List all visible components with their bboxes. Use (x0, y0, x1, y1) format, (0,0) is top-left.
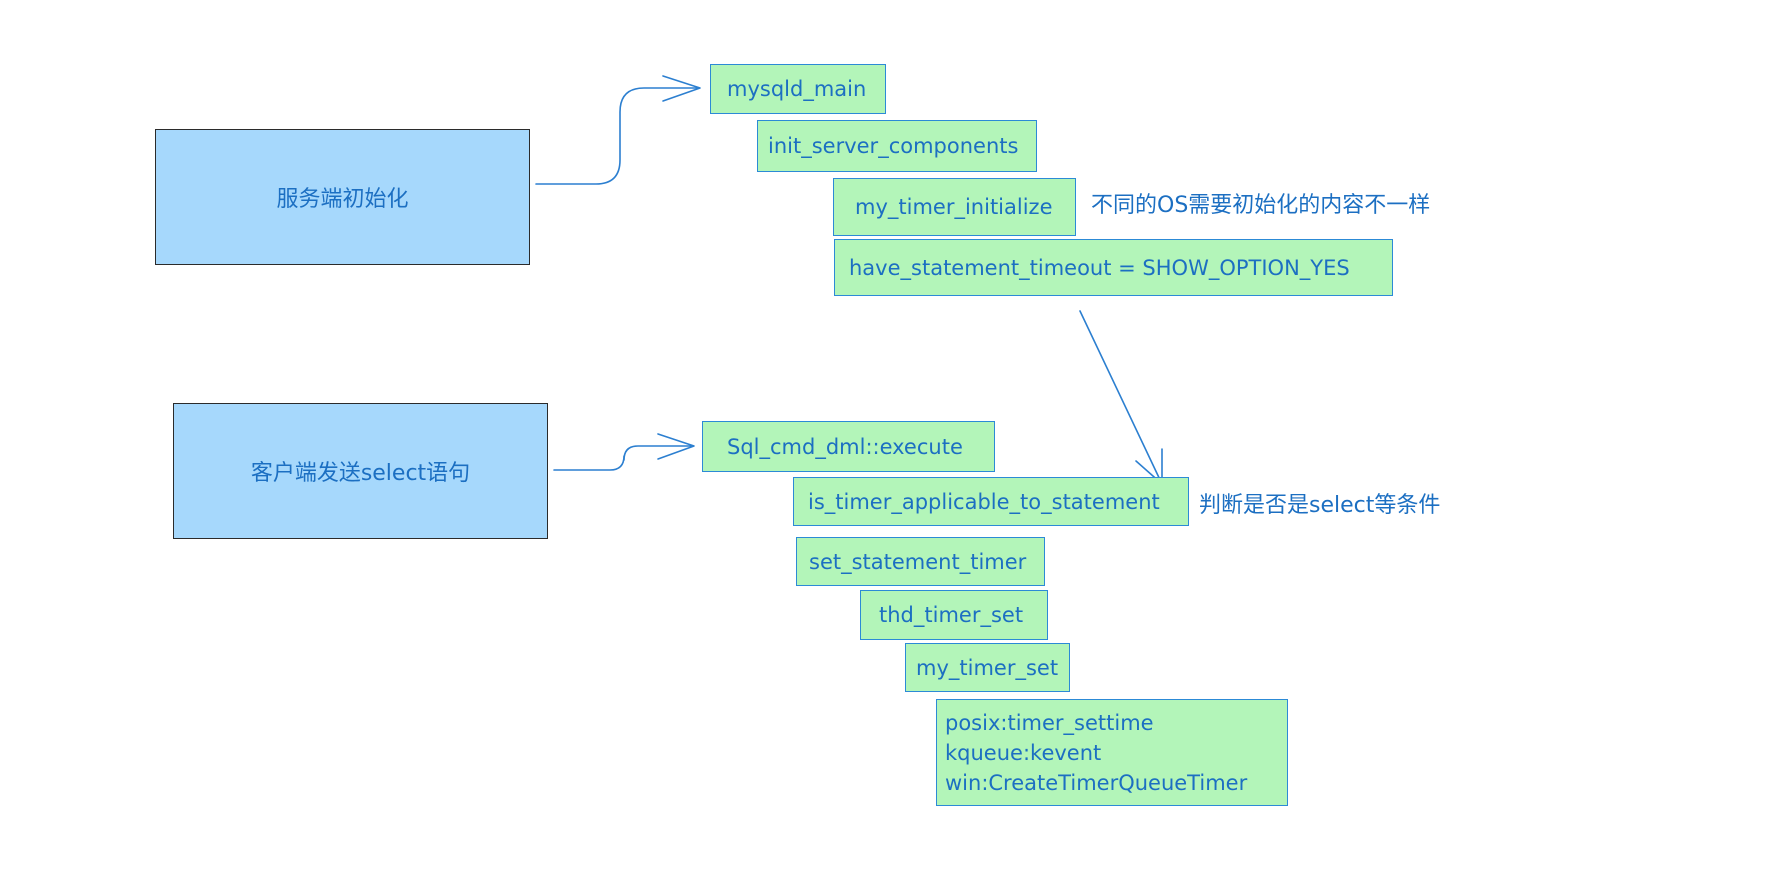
func-my-timer-initialize-label: my_timer_initialize (855, 195, 1053, 219)
impl-kqueue: kqueue:kevent (945, 740, 1102, 765)
func-set-statement-timer: set_statement_timer (796, 537, 1045, 586)
arrowhead-mysqld-main (662, 75, 701, 102)
func-sql-cmd-dml-execute: Sql_cmd_dml::execute (702, 421, 995, 472)
func-thd-timer-set-label: thd_timer_set (879, 603, 1024, 627)
phase-client-select-label: 客户端发送select语句 (250, 461, 471, 486)
impl-posix: posix:timer_settime (945, 710, 1154, 735)
func-init-server-components: init_server_components (757, 120, 1037, 172)
func-mysqld-main-label: mysqld_main (727, 77, 867, 101)
note-applicable-check: 判断是否是select等条件 (1199, 493, 1441, 518)
func-is-timer-applicable-label: is_timer_applicable_to_statement (808, 489, 1160, 514)
func-init-server-components-label: init_server_components (768, 134, 1019, 158)
func-have-statement-timeout-label: have_statement_timeout = SHOW_OPTION_YES (849, 255, 1350, 280)
func-thd-timer-set: thd_timer_set (860, 590, 1048, 640)
connector-timeout-to-applicable (1079, 310, 1163, 485)
phase-server-init: 服务端初始化 (155, 129, 530, 265)
func-my-timer-set-label: my_timer_set (916, 655, 1059, 680)
func-my-timer-initialize: my_timer_initialize (833, 178, 1076, 236)
func-my-timer-set: my_timer_set (905, 643, 1070, 692)
phase-server-init-label: 服务端初始化 (276, 187, 409, 212)
func-is-timer-applicable: is_timer_applicable_to_statement (793, 477, 1189, 526)
phase-client-select: 客户端发送select语句 (173, 403, 548, 539)
func-set-statement-timer-label: set_statement_timer (809, 549, 1027, 574)
func-sql-cmd-dml-execute-label: Sql_cmd_dml::execute (727, 434, 963, 459)
func-platform-timer-impl: posix:timer_settime kqueue:kevent win:Cr… (936, 699, 1288, 806)
func-mysqld-main: mysqld_main (710, 64, 886, 114)
connector-client-select-to-execute (553, 445, 693, 471)
func-have-statement-timeout: have_statement_timeout = SHOW_OPTION_YES (834, 239, 1393, 296)
note-os-init: 不同的OS需要初始化的内容不一样 (1091, 193, 1431, 218)
impl-win: win:CreateTimerQueueTimer (945, 770, 1248, 795)
connector-server-init-to-mysqld-main (535, 87, 699, 185)
arrowhead-execute (657, 433, 695, 460)
